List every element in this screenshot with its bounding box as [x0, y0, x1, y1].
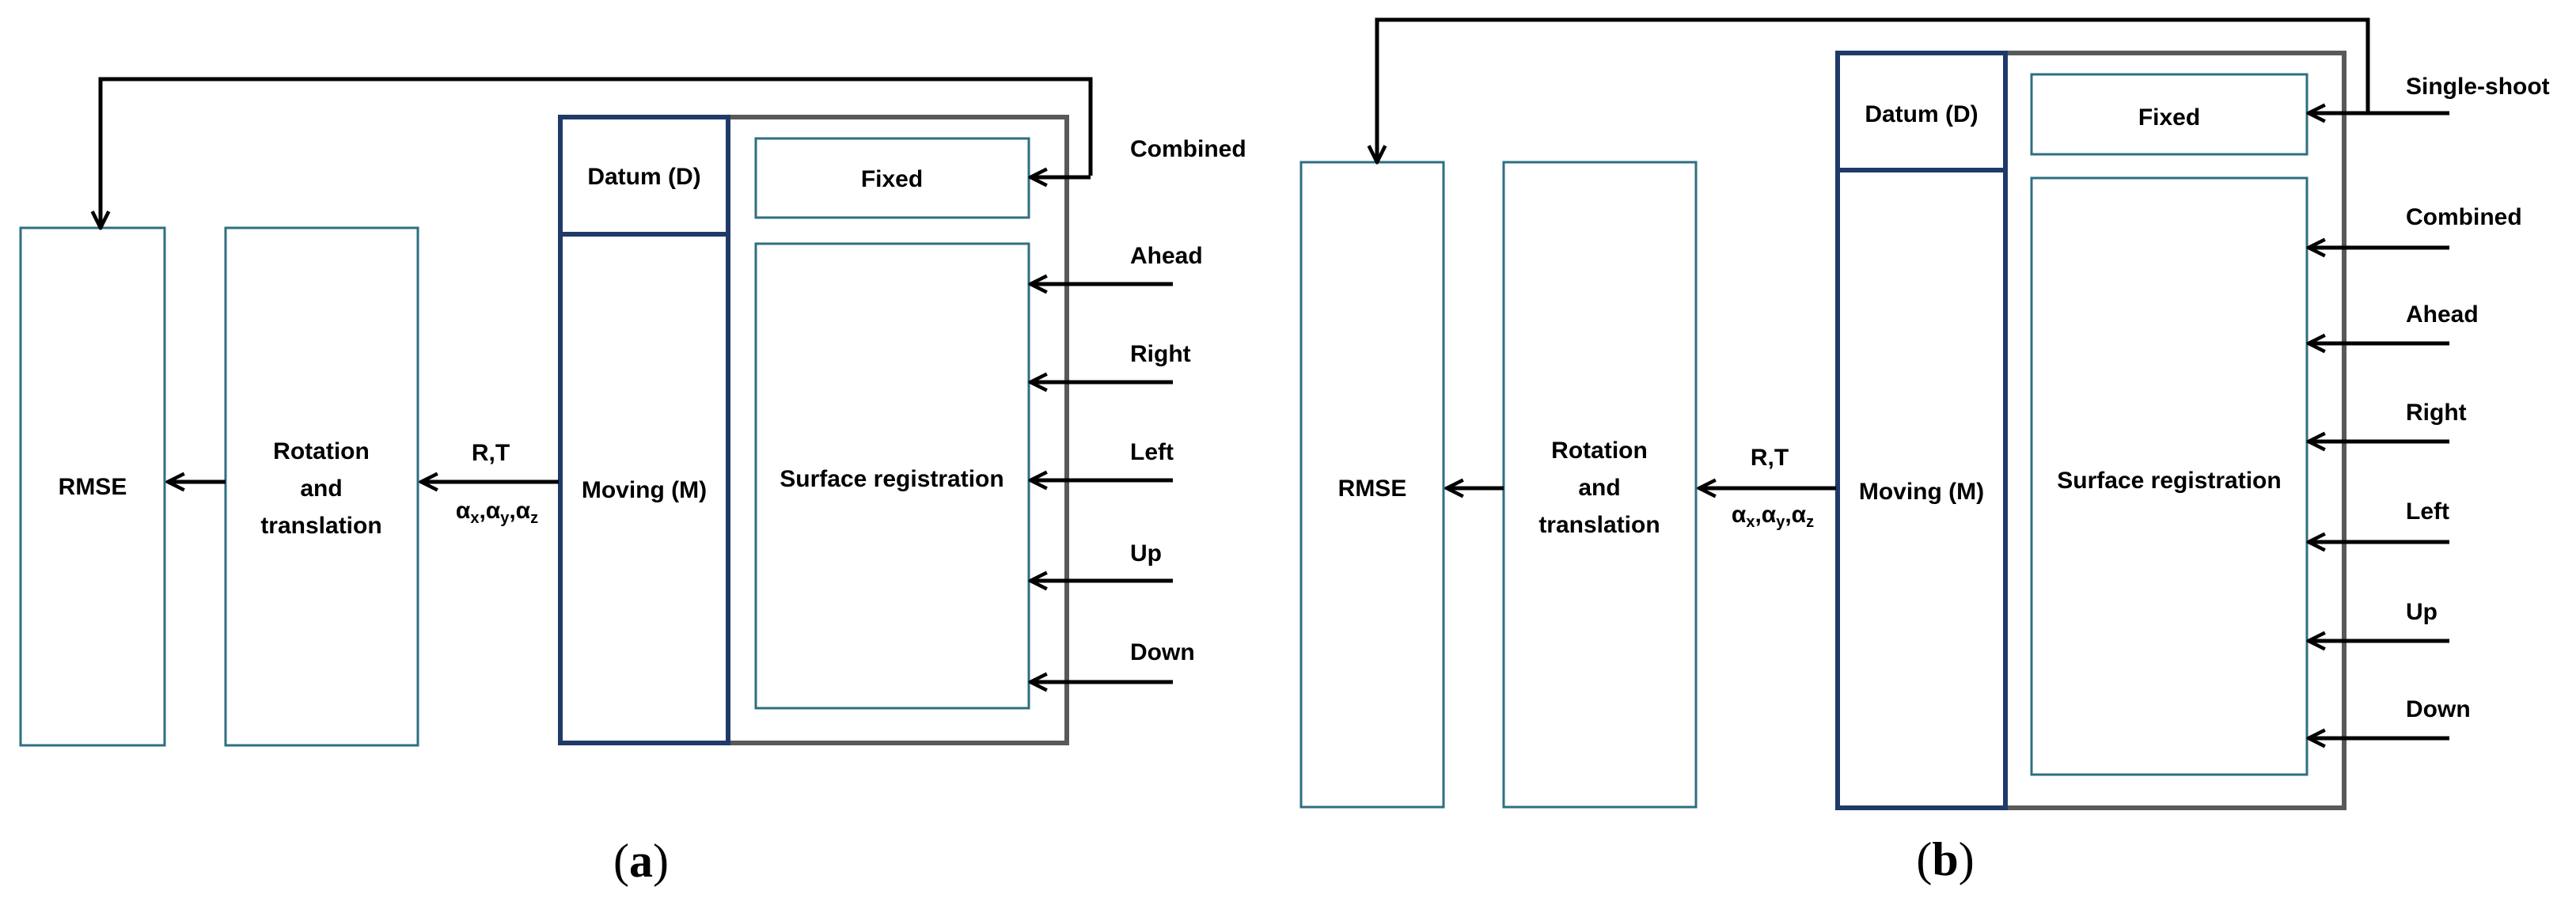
input-label-combined: Combined — [1130, 136, 1246, 162]
rotation-box — [224, 226, 419, 747]
surface-registration-label: Surface registration — [780, 466, 1003, 492]
datum-label: Datum (D) — [1865, 101, 1978, 127]
rmse-label: RMSE — [59, 474, 127, 500]
feedback-arrow — [1377, 17, 2370, 162]
rotation-label-line1: Rotation — [1551, 438, 1648, 464]
rotation-label-line2: and — [300, 476, 342, 502]
input-label-down: Down — [1130, 639, 1195, 665]
rt-label: R,T — [1751, 445, 1789, 471]
rt-label: R,T — [472, 440, 510, 466]
fixed-label: Fixed — [861, 166, 923, 192]
input-label-ahead: Ahead — [1130, 243, 1203, 269]
panel-b: RMSE Rotation and translation R,T αx,αy,… — [1299, 17, 2550, 885]
moving-box — [1835, 168, 2008, 810]
panel-a: RMSE Rotation and translation R,T αx,αy,… — [19, 77, 1246, 887]
caption-a: (a) — [613, 835, 669, 887]
input-label-up: Up — [1130, 540, 1162, 567]
moving-label: Moving (M) — [582, 477, 707, 503]
input-label-single-shoot: Single-shoot — [2406, 74, 2550, 100]
input-label-combined: Combined — [2406, 204, 2522, 230]
alpha-label: αx,αy,αz — [456, 498, 538, 527]
input-label-ahead: Ahead — [2406, 301, 2479, 328]
surface-registration-box — [2030, 176, 2309, 776]
rotation-label-line2: and — [1578, 475, 1620, 501]
rotation-label-line3: translation — [260, 513, 381, 539]
rotation-box — [1502, 161, 1698, 809]
registration-container — [558, 115, 1069, 745]
input-label-left: Left — [1130, 439, 1174, 465]
rotation-label-line1: Rotation — [273, 438, 370, 464]
feedback-arrow — [101, 77, 1093, 228]
fixed-label: Fixed — [2138, 104, 2200, 131]
input-label-right: Right — [2406, 400, 2467, 426]
rotation-label-line3: translation — [1538, 512, 1660, 538]
datum-label: Datum (D) — [587, 164, 700, 190]
input-label-down: Down — [2406, 696, 2471, 722]
alpha-label: αx,αy,αz — [1732, 502, 1814, 531]
moving-label: Moving (M) — [1859, 479, 1984, 505]
moving-box — [558, 232, 730, 745]
input-label-right: Right — [1130, 341, 1191, 367]
surface-registration-label: Surface registration — [2057, 468, 2281, 494]
caption-b: (b) — [1916, 833, 1974, 885]
registration-container — [1835, 51, 2346, 810]
rmse-label: RMSE — [1338, 476, 1407, 502]
input-label-left: Left — [2406, 498, 2449, 525]
input-label-up: Up — [2406, 599, 2438, 625]
